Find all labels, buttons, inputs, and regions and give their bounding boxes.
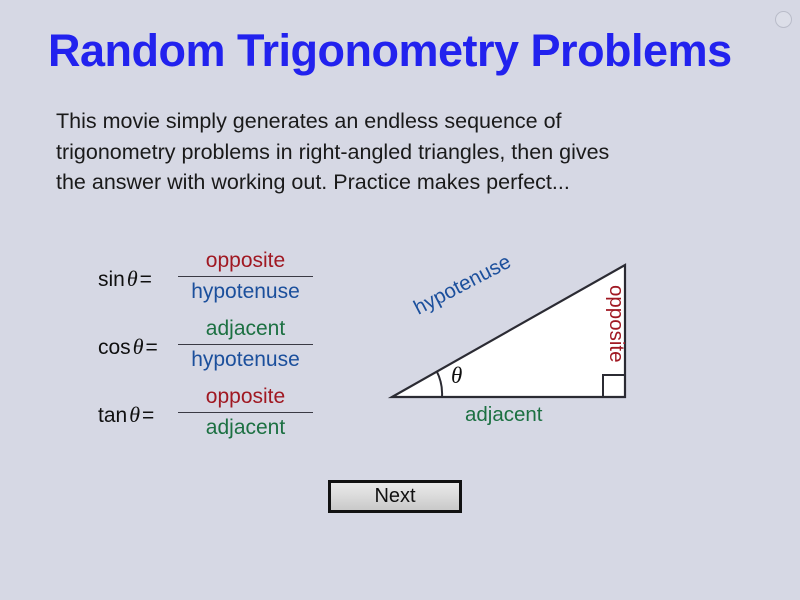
formula-row-cos: cosθ= adjacent hypotenuse	[98, 318, 328, 386]
formula-sin-label: sinθ=	[98, 266, 152, 292]
triangle-opposite-label: opposite	[605, 285, 628, 363]
right-triangle-diagram: θ hypotenuse opposite adjacent	[370, 245, 690, 445]
tan-function-name: tan	[98, 404, 128, 427]
tan-numerator: opposite	[205, 385, 286, 408]
intro-paragraph: This movie simply generates an endless s…	[56, 106, 756, 198]
triangle-shape-icon	[387, 263, 627, 399]
cos-theta-symbol: θ	[132, 334, 144, 359]
tan-denominator: adjacent	[205, 416, 286, 439]
page-title: Random Trigonometry Problems	[48, 25, 732, 76]
sin-theta-symbol: θ	[126, 266, 138, 291]
triangle-angle-label: θ	[451, 363, 463, 388]
formula-cos-fraction: adjacent hypotenuse	[178, 318, 313, 372]
formula-row-sin: sinθ= opposite hypotenuse	[98, 250, 328, 318]
formula-sin-fraction: opposite hypotenuse	[178, 250, 313, 304]
sin-function-name: sin	[98, 268, 125, 291]
triangle-adjacent-label: adjacent	[465, 403, 543, 426]
intro-line-1: This movie simply generates an endless s…	[56, 109, 562, 133]
cos-equals-sign: =	[145, 336, 158, 359]
formula-tan-fraction: opposite adjacent	[178, 386, 313, 440]
cos-fraction-bar	[178, 344, 313, 345]
formula-cos-label: cosθ=	[98, 334, 158, 360]
intro-line-2: trigonometry problems in right-angled tr…	[56, 139, 610, 164]
formula-row-tan: tanθ= opposite adjacent	[98, 386, 328, 454]
tan-theta-symbol: θ	[129, 402, 141, 427]
cos-denominator: hypotenuse	[191, 348, 300, 371]
formula-tan-label: tanθ=	[98, 402, 154, 428]
intro-line-3: the answer with working out. Practice ma…	[56, 170, 570, 195]
circle-button-icon[interactable]	[775, 11, 792, 28]
next-button[interactable]: Next	[328, 480, 462, 513]
tan-equals-sign: =	[142, 404, 155, 427]
sin-denominator: hypotenuse	[191, 280, 300, 303]
tan-fraction-bar	[178, 412, 313, 413]
next-button-label: Next	[374, 485, 416, 507]
sin-numerator: opposite	[205, 249, 286, 272]
cos-function-name: cos	[98, 336, 131, 359]
sin-equals-sign: =	[139, 268, 152, 291]
formula-list: sinθ= opposite hypotenuse cosθ= adjacent…	[98, 250, 328, 454]
cos-numerator: adjacent	[205, 317, 286, 340]
sin-fraction-bar	[178, 276, 313, 277]
